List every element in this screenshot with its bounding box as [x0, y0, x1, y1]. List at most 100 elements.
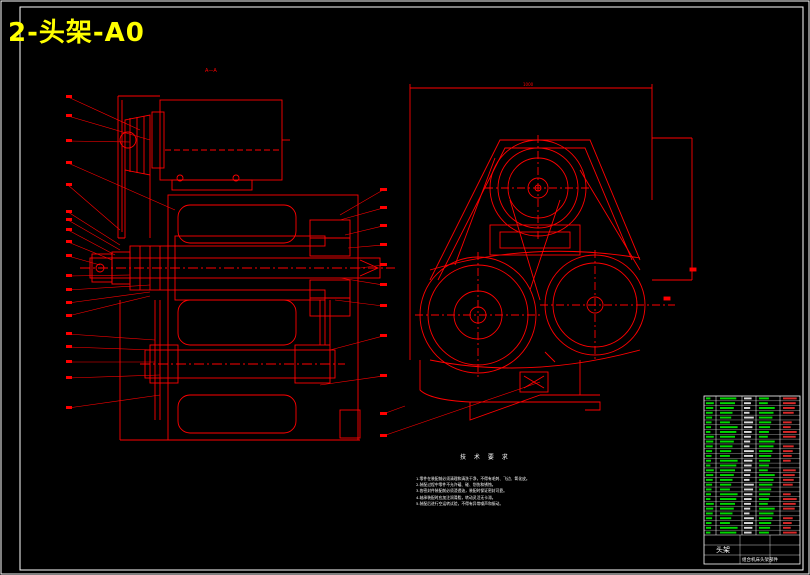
parts-cell-text [720, 411, 733, 414]
parts-cell-text [720, 478, 733, 481]
parts-cell-text [759, 402, 768, 405]
parts-cell-text [720, 512, 733, 515]
parts-cell-text [759, 469, 768, 472]
parts-cell-text [744, 488, 754, 491]
parts-cell-text [720, 450, 732, 453]
parts-cell-text [759, 498, 769, 501]
parts-cell-text [720, 435, 735, 438]
technical-requirements-notes: 1.零件在装配前必须清理和清洗干净，不得有毛刺、飞边、氧化皮。 2.装配过程中零… [416, 476, 636, 507]
parts-cell-text [744, 526, 753, 529]
tech-note: 5.装配后进行空运转试验，不得有异常噪声和振动。 [416, 500, 504, 506]
parts-cell-text [783, 430, 797, 433]
parts-cell-text [744, 440, 751, 443]
parts-cell-text [783, 454, 792, 457]
section-label: A—A [205, 68, 217, 74]
parts-cell-text [720, 488, 730, 491]
parts-cell-text [706, 421, 712, 424]
parts-cell-text [706, 402, 714, 405]
parts-cell-text [744, 430, 752, 433]
parts-cell-text [759, 493, 771, 496]
parts-cell-text [720, 407, 734, 409]
parts-cell-text [706, 512, 713, 515]
title-block-name: 头架 [716, 546, 730, 554]
parts-cell-text [706, 464, 711, 467]
parts-cell-text [783, 445, 794, 448]
parts-cell-text [759, 416, 773, 419]
parts-cell-text [744, 493, 753, 496]
parts-cell-text [720, 445, 733, 448]
tech-note: 4.轴承装配时应加注润滑脂，转动灵活无卡滞。 [416, 494, 496, 500]
parts-cell-text [783, 483, 793, 486]
parts-cell-text [744, 407, 751, 409]
parts-cell-text [759, 464, 769, 467]
parts-cell-text [706, 407, 714, 409]
parts-cell-text [744, 459, 753, 462]
section-view [80, 95, 395, 441]
parts-list [703, 395, 801, 565]
side-view [409, 84, 697, 421]
parts-cell-text [744, 402, 751, 405]
parts-cell-text [744, 421, 754, 424]
tech-note: 3.各密封件装配前必须浸透油，装配时保证密封可靠。 [416, 488, 507, 494]
parts-cell-text [759, 440, 775, 443]
top-dimension: 1000 [523, 82, 534, 87]
parts-cell-text [783, 531, 797, 534]
parts-cell-text [720, 430, 737, 433]
parts-cell-text [759, 426, 771, 429]
parts-cell-text [720, 493, 738, 496]
technical-requirements-heading: 技 术 要 求 [460, 454, 511, 461]
frame-outline [429, 139, 641, 281]
parts-cell-text [720, 454, 730, 457]
parts-cell-text [759, 411, 774, 414]
parts-cell-text [744, 435, 751, 438]
parts-cell-text [744, 426, 753, 429]
page-title: 2-头架-A0 [8, 18, 145, 48]
parts-cell-text [706, 416, 713, 419]
parts-cell-text [706, 531, 711, 534]
parts-cell-text [783, 411, 794, 414]
parts-cell-text [720, 517, 732, 520]
parts-cell-text [759, 445, 774, 448]
parts-cell-text [744, 445, 750, 448]
parts-cell-text [706, 450, 713, 453]
parts-cell-text [744, 498, 752, 501]
parts-cell-text [759, 407, 775, 409]
parts-cell-text [706, 478, 713, 481]
parts-cell-text [706, 454, 712, 457]
parts-cell-text [759, 435, 768, 438]
parts-cell-text [744, 517, 754, 520]
parts-cell-text [720, 526, 738, 529]
parts-cell-text [706, 474, 714, 477]
parts-cell-text [759, 517, 773, 520]
parts-cell-text [759, 430, 769, 433]
parts-cell-text [783, 493, 791, 496]
parts-cell-text [783, 474, 795, 477]
parts-cell-text [706, 430, 711, 433]
parts-cell-text [759, 454, 772, 457]
parts-cell-text [783, 517, 793, 520]
parts-cell-text [720, 498, 737, 501]
parts-cell-text [720, 421, 730, 424]
parts-cell-text [744, 507, 751, 510]
title-block-subtitle: 组合机床头架部件 [742, 558, 778, 563]
parts-cell-text [744, 464, 752, 467]
parts-cell-text [706, 445, 713, 448]
parts-cell-text [783, 502, 796, 505]
parts-cell-text [744, 512, 750, 515]
parts-cell-text [720, 474, 734, 477]
parts-cell-text [720, 426, 738, 429]
parts-cell-text [744, 454, 754, 457]
parts-cell-text [744, 397, 752, 400]
tech-note: 2.装配过程中零件不允许磕、碰、划伤和锈蚀。 [416, 482, 496, 488]
parts-cell-text [720, 440, 734, 443]
parts-cell-text [759, 488, 772, 491]
parts-cell-text [706, 517, 713, 520]
parts-cell-text [720, 507, 734, 510]
part-number-tags [66, 95, 387, 437]
parts-cell-text [706, 469, 714, 472]
parts-cell-text [759, 512, 774, 515]
parts-cell-text [720, 469, 735, 472]
parts-cell-text [744, 531, 752, 534]
